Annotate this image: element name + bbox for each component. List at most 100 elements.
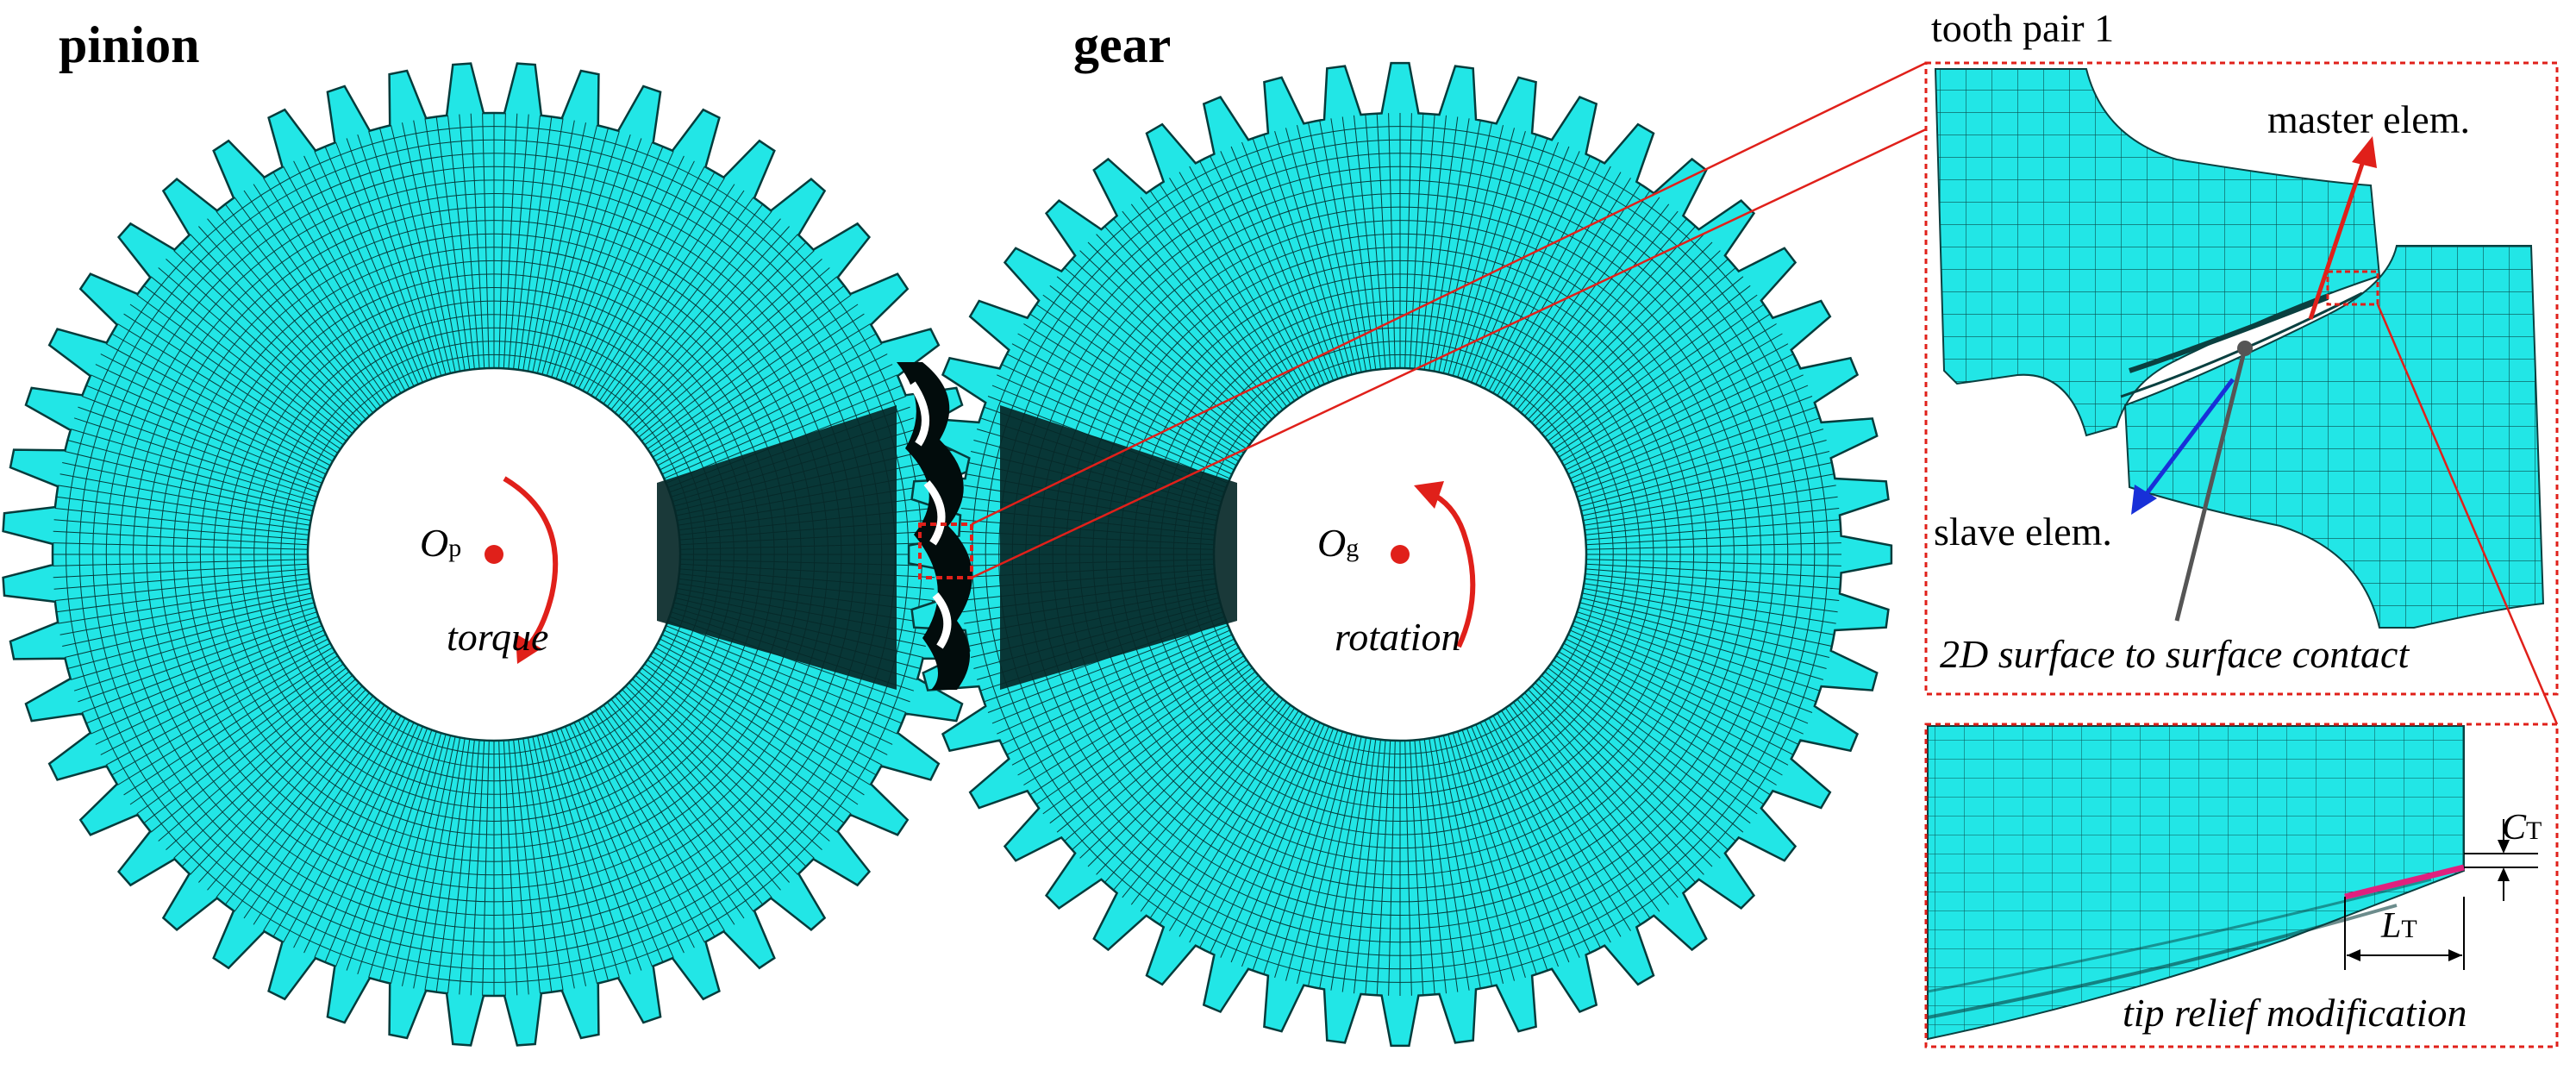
mesh-radial-line — [991, 625, 1229, 724]
mesh-radial-line — [1308, 122, 1362, 372]
tip-relief-panel — [1924, 723, 2559, 1048]
mesh-radial-line — [123, 655, 339, 796]
mesh-radial-line — [644, 663, 852, 815]
mesh-radial-line — [987, 620, 1227, 713]
mesh-radial-line — [1241, 728, 1335, 967]
mesh-radial-line — [1471, 146, 1570, 383]
pinion-center-dot — [485, 545, 503, 564]
mesh-radial-line — [1461, 138, 1548, 379]
mesh-radial-line — [1538, 679, 1729, 850]
mesh-radial-line — [641, 285, 845, 441]
mesh-radial-line — [1122, 698, 1284, 898]
mesh-radial-line — [111, 647, 334, 776]
mesh-radial-line — [1560, 647, 1783, 776]
lt-subscript: T — [2401, 915, 2417, 943]
mesh-radial-line — [253, 184, 393, 399]
mesh-radial-line — [666, 385, 903, 484]
mesh-radial-line — [263, 178, 397, 397]
mesh-radial-line — [1461, 729, 1548, 971]
mesh-radial-line — [1414, 740, 1435, 995]
mesh-radial-line — [173, 682, 360, 859]
mesh-radial-line — [657, 642, 883, 766]
mesh-radial-line — [625, 685, 807, 867]
mesh-radial-line — [1516, 698, 1679, 898]
master-arrowhead — [2352, 136, 2377, 168]
mesh-radial-line — [1457, 731, 1537, 975]
mesh-radial-line — [1582, 592, 1832, 647]
mesh-radial-line — [1122, 210, 1284, 410]
mesh-radial-line — [1466, 141, 1559, 381]
mesh-radial-line — [1429, 738, 1470, 991]
mesh-radial-line — [1541, 674, 1736, 842]
tooth-pair-label: tooth pair 1 — [1931, 6, 2115, 50]
mesh-radial-line — [53, 563, 309, 579]
torque-label: torque — [447, 615, 549, 659]
mesh-radial-line — [100, 638, 328, 755]
mesh-radial-line — [1011, 343, 1237, 466]
mesh-radial-line — [1585, 568, 1841, 590]
tip-panel-frame — [1924, 723, 2559, 1048]
mesh-radial-line — [647, 303, 859, 450]
master-element-label: master elem. — [2267, 97, 2471, 141]
mesh-radial-line — [435, 116, 471, 370]
mesh-radial-line — [181, 685, 363, 867]
contact-panel-frame — [1924, 61, 2559, 696]
mesh-radial-line — [622, 234, 798, 420]
zoom-leader-line-top — [971, 61, 1927, 526]
mesh-radial-line — [603, 704, 754, 912]
torque-arrowhead — [516, 634, 541, 664]
mesh-radial-line — [78, 616, 319, 703]
mesh-radial-line — [573, 722, 685, 954]
mesh-radial-line — [1252, 729, 1339, 971]
torque-arrow — [503, 476, 559, 649]
tip-zoom-box — [2326, 270, 2379, 306]
mesh-radial-line — [272, 715, 402, 937]
mesh-radial-line — [1567, 364, 1799, 475]
mesh-radial-line — [503, 740, 518, 996]
mesh-radial-line — [1130, 702, 1287, 905]
mesh-radial-line — [1553, 659, 1765, 805]
mesh-radial-line — [1531, 241, 1713, 423]
mesh-radial-line — [1442, 735, 1504, 985]
mesh-radial-line — [402, 122, 456, 372]
mesh-radial-line — [660, 638, 888, 755]
mesh-radial-line — [1585, 578, 1838, 613]
mesh-radial-line — [357, 731, 437, 975]
mesh-radial-line — [129, 659, 341, 805]
mesh-radial-line — [1504, 190, 1651, 402]
mesh-radial-line — [632, 679, 822, 850]
mesh-radial-line — [1297, 735, 1358, 985]
mesh-radial-line — [1104, 692, 1276, 883]
mesh-radial-line — [1072, 259, 1262, 430]
mesh-radial-line — [1049, 667, 1253, 824]
mesh-radial-line — [91, 629, 324, 735]
mesh-radial-line — [1169, 712, 1304, 931]
mesh-radial-line — [100, 354, 328, 471]
mesh-radial-line — [541, 128, 609, 375]
mesh-radial-line — [1423, 116, 1459, 370]
mesh-radial-line — [660, 354, 888, 471]
mesh-radial-line — [1159, 184, 1299, 399]
mesh-radial-line — [346, 729, 433, 971]
mesh-radial-line — [1330, 738, 1372, 991]
mesh-radial-line — [253, 710, 393, 925]
mesh-radial-line — [513, 739, 541, 994]
mesh-radial-line — [1285, 734, 1353, 981]
mesh-radial-line — [1524, 226, 1696, 416]
mesh-radial-line — [541, 734, 609, 981]
mesh-radial-line — [654, 333, 877, 462]
mesh-radial-line — [614, 218, 781, 414]
mesh-radial-line — [513, 115, 541, 370]
mesh-radial-line — [551, 731, 631, 975]
mesh-radial-line — [1230, 726, 1329, 963]
mesh-radial-line — [1497, 178, 1631, 397]
mesh-radial-line — [53, 559, 309, 566]
mesh-radial-line — [1579, 440, 1827, 507]
mesh-radial-line — [1492, 715, 1622, 937]
mesh-radial-line — [173, 250, 360, 427]
mesh-radial-line — [123, 313, 339, 454]
mesh-radial-line — [1535, 682, 1721, 859]
mesh-radial-line — [1001, 364, 1233, 475]
mesh-radial-line — [1220, 151, 1325, 385]
mesh-radial-line — [632, 259, 822, 430]
